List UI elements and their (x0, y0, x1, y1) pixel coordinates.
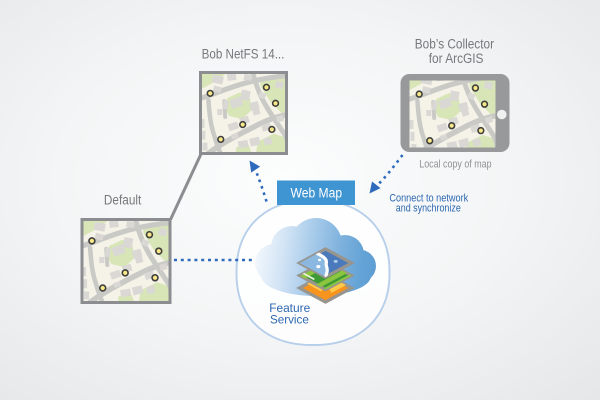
svg-text:Web Map: Web Map (291, 186, 343, 202)
svg-text:Default: Default (104, 193, 142, 208)
svg-text:Service: Service (270, 312, 309, 326)
svg-text:Local copy of map: Local copy of map (419, 159, 491, 171)
svg-text:Bob NetFS 14...: Bob NetFS 14... (202, 46, 285, 61)
svg-text:Connect to network: Connect to network (389, 192, 468, 204)
svg-text:and synchronize: and synchronize (396, 203, 461, 215)
svg-text:Feature: Feature (269, 301, 310, 315)
svg-text:for ArcGIS: for ArcGIS (429, 51, 484, 66)
svg-text:Bob’s Collector: Bob’s Collector (415, 36, 495, 51)
